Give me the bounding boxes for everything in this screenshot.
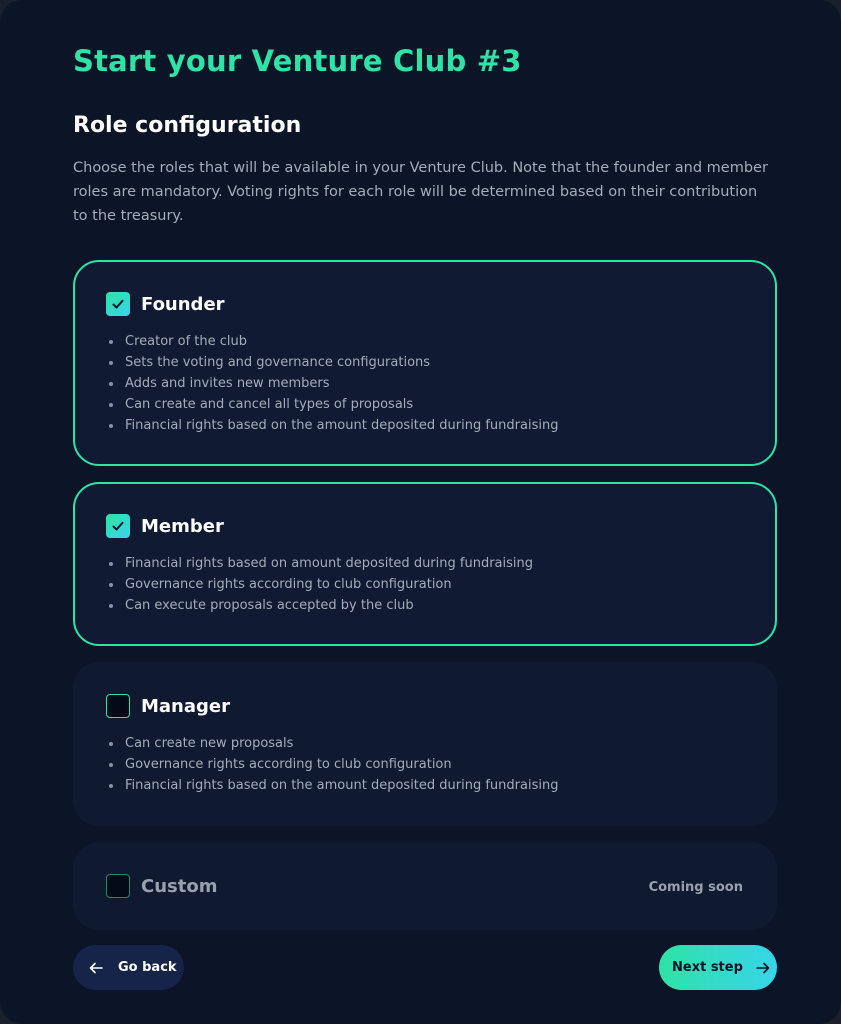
role-card-manager[interactable]: Manager Can create new proposals Governa…: [73, 662, 777, 826]
permission-item: Can execute proposals accepted by the cl…: [109, 595, 533, 616]
coming-soon-badge: Coming soon: [648, 880, 743, 895]
role-name: Founder: [141, 293, 225, 315]
role-card-founder[interactable]: Founder Creator of the club Sets the vot…: [73, 260, 777, 466]
role-card-custom: Custom Coming soon: [73, 842, 777, 930]
section-description: Choose the roles that will be available …: [73, 160, 768, 224]
permission-list: Can create new proposals Governance righ…: [108, 733, 558, 796]
permission-item: Financial rights based on the amount dep…: [108, 415, 558, 436]
check-icon: [112, 299, 124, 309]
arrow-right-icon: [755, 960, 771, 976]
permission-item: Creator of the club: [108, 331, 558, 352]
permission-item: Sets the voting and governance configura…: [108, 352, 558, 373]
role-card-member[interactable]: Member Financial rights based on amount …: [73, 482, 777, 646]
role-name: Custom: [141, 875, 218, 897]
arrow-left-icon: [88, 960, 104, 976]
permission-item: Adds and invites new members: [108, 373, 558, 394]
permission-item: Governance rights according to club conf…: [108, 754, 558, 775]
next-step-button[interactable]: Next step: [659, 945, 777, 990]
permission-list: Financial rights based on amount deposit…: [109, 553, 533, 616]
permission-item: Governance rights according to club conf…: [109, 574, 533, 595]
manager-checkbox[interactable]: [106, 694, 130, 718]
role-name: Member: [141, 515, 224, 537]
custom-checkbox: [106, 874, 130, 898]
section-title: Role configuration: [73, 113, 302, 138]
permission-item: Financial rights based on the amount dep…: [108, 775, 558, 796]
role-name: Manager: [141, 695, 230, 717]
go-back-button[interactable]: Go back: [73, 945, 184, 990]
permission-item: Can create new proposals: [108, 733, 558, 754]
go-back-label: Go back: [118, 960, 177, 975]
permission-item: Can create and cancel all types of propo…: [108, 394, 558, 415]
permission-list: Creator of the club Sets the voting and …: [108, 331, 558, 436]
permission-item: Financial rights based on amount deposit…: [109, 553, 533, 574]
founder-checkbox[interactable]: [106, 292, 130, 316]
member-checkbox[interactable]: [106, 514, 130, 538]
page-title: Start your Venture Club #3: [73, 44, 522, 78]
check-icon: [112, 521, 124, 531]
next-step-label: Next step: [672, 960, 743, 975]
